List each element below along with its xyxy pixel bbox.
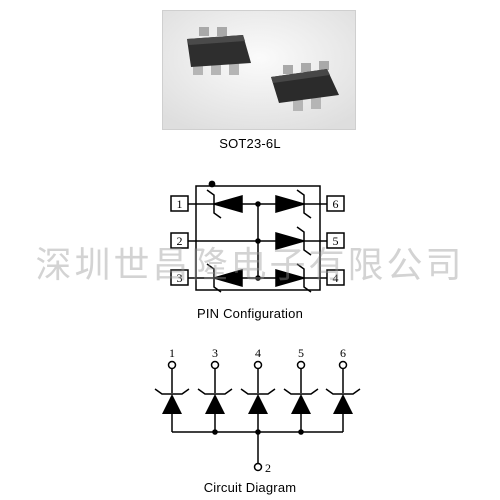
circuit-pin-label-3: 3 — [212, 346, 218, 360]
tvs-diode-1 — [162, 394, 182, 414]
pin-number-5: 5 — [333, 234, 339, 248]
circuit-pin-label-5: 5 — [298, 346, 304, 360]
package-photo-illustration — [163, 11, 355, 129]
junction-dot-top — [255, 201, 261, 207]
tvs-diode-3 — [205, 394, 225, 414]
chip-photo-left — [187, 27, 251, 75]
tvs-diode-pin4 — [275, 263, 312, 293]
circuit-column-4: 4 — [240, 346, 276, 435]
terminal-pin-4 — [253, 360, 263, 370]
junction-dot-middle — [255, 238, 261, 244]
bus-junction-5 — [298, 429, 304, 435]
pin-configuration-label: PIN Configuration — [196, 306, 303, 321]
terminal-pin-1 — [167, 360, 177, 370]
terminal-pin-6 — [338, 360, 348, 370]
circuit-pin-label-4: 4 — [255, 346, 261, 360]
circuit-diagram-label: Circuit Diagram — [203, 480, 297, 495]
ic-package-outline — [195, 185, 321, 291]
circuit-column-3: 3 — [197, 346, 233, 435]
pin-number-4: 4 — [333, 271, 339, 285]
package-photo — [162, 10, 356, 130]
bus-junction-4 — [255, 429, 261, 435]
pin-number-3: 3 — [177, 271, 183, 285]
tvs-diode-5 — [291, 394, 311, 414]
bus-junction-3 — [212, 429, 218, 435]
tvs-diode-pin6 — [275, 189, 312, 219]
circuit-columns: 1 3 4 5 6 — [154, 346, 361, 435]
circuit-column-1: 1 — [154, 346, 190, 432]
circuit-pin-label-2: 2 — [265, 461, 271, 475]
circuit-column-6: 6 — [325, 346, 361, 432]
pin-number-2: 2 — [177, 234, 183, 248]
circuit-pin-label-1: 1 — [169, 346, 175, 360]
pin1-indicator-dot — [208, 180, 216, 188]
tvs-diode-pin1 — [206, 189, 243, 219]
terminal-pin-5 — [296, 360, 306, 370]
package-label: SOT23-6L — [219, 136, 281, 151]
circuit-pin-label-6: 6 — [340, 346, 346, 360]
junction-dot-bottom — [255, 275, 261, 281]
tvs-diode-pin3 — [206, 263, 243, 293]
terminal-pin-2 — [253, 462, 263, 472]
pin-number-6: 6 — [333, 197, 339, 211]
tvs-diode-pin5 — [275, 226, 312, 256]
tvs-diode-4 — [248, 394, 268, 414]
chip-photo-right — [271, 61, 339, 111]
tvs-diode-6 — [333, 394, 353, 414]
circuit-column-5: 5 — [283, 346, 319, 435]
terminal-pin-3 — [210, 360, 220, 370]
pin-number-1: 1 — [177, 197, 183, 211]
